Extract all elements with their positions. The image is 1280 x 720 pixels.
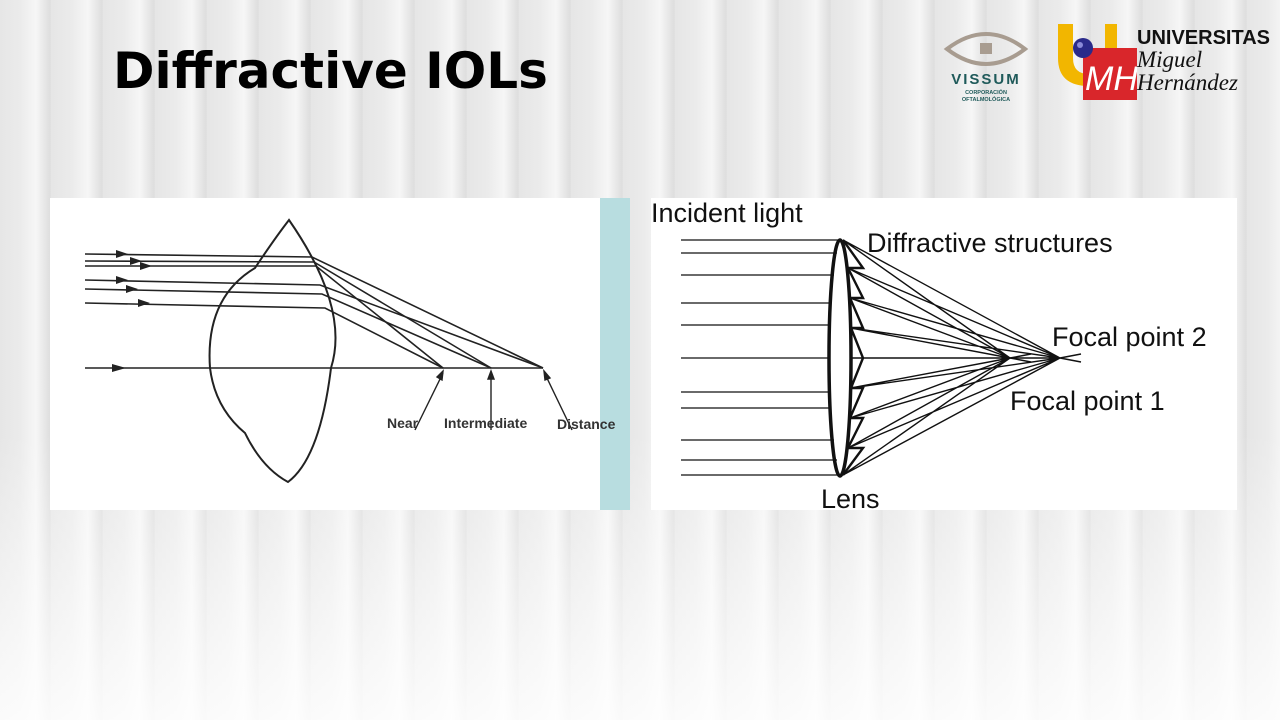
diffracted-rays xyxy=(842,239,1082,476)
umh-line2: Miguel xyxy=(1137,47,1203,72)
trifocal-diagram: Near Intermediate Distance xyxy=(50,198,630,510)
light-rays xyxy=(84,253,544,369)
umh-line3: Hernández xyxy=(1137,70,1238,95)
vissum-logo: VISSUM CORPORACIÓN OFTALMOLÓGICA xyxy=(943,27,1029,107)
label-intermediate: Intermediate xyxy=(444,415,527,431)
umh-logo: MH UNIVERSITAS Miguel Hernández xyxy=(1055,22,1270,104)
label-incident-light: Incident light xyxy=(651,198,803,228)
lens-ellipse xyxy=(827,238,853,478)
lens-outline xyxy=(208,218,337,484)
vissum-name: VISSUM xyxy=(951,71,1021,88)
svg-text:MH: MH xyxy=(1085,60,1137,98)
label-lens: Lens xyxy=(821,484,880,510)
vissum-sub2: OFTALMOLÓGICA xyxy=(962,95,1010,103)
label-distance: Distance xyxy=(557,416,616,432)
bifocal-diagram: Incident light Diffractive structures Fo… xyxy=(651,198,1237,514)
label-focal-point-2: Focal point 2 xyxy=(1052,322,1207,352)
umh-line1: UNIVERSITAS xyxy=(1137,27,1270,49)
incident-rays xyxy=(681,239,840,476)
label-focal-point-1: Focal point 1 xyxy=(1010,386,1165,416)
vissum-sub1: CORPORACIÓN xyxy=(965,88,1007,96)
label-diffractive-structures: Diffractive structures xyxy=(867,228,1113,258)
slide-title: Diffractive IOLs xyxy=(113,42,548,100)
pointer-arrows xyxy=(414,368,573,431)
label-near: Near xyxy=(387,415,419,431)
arrowheads xyxy=(112,250,152,372)
edge-strip xyxy=(600,198,630,510)
